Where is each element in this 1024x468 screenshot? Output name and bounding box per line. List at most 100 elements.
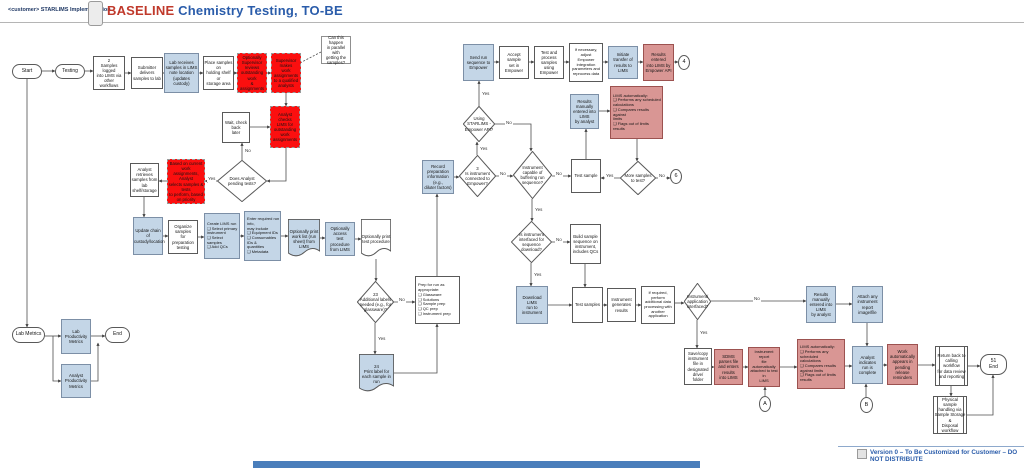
lab-metrics-terminator-label: Lab Metrics — [15, 331, 42, 338]
edge-label-yes-28: Yes — [481, 91, 491, 97]
bottom-scroll-bar[interactable] — [253, 461, 700, 468]
connector-6-circle-label: 6 — [674, 173, 678, 180]
lims-auto-calcs-box-1-label: LIMS automatically: ❑ Performs any sched… — [613, 92, 661, 131]
physical-handling-predefined-label: Physical sample handling via Sample Stor… — [934, 397, 966, 433]
results-entered-api-box: Results entered into LIMS by Empower API — [643, 44, 674, 81]
edge-label-no-22: No — [398, 297, 406, 303]
connected-empower-decision: 3 Is instrument connected to Empower? — [459, 155, 496, 197]
print-labels-doc: 24 Print label for each sample in run — [359, 354, 394, 394]
lab-productivity-box-label: Lab Productivity Metrics — [64, 328, 88, 345]
diamond-shape — [217, 160, 267, 202]
enter-run-info-box: Enter required run info, may include ❑ E… — [244, 211, 281, 261]
create-lims-run-box-label: Create LIMS run ❑ Select primary instrum… — [207, 220, 238, 250]
edge-label-yes-42: Yes — [605, 173, 615, 179]
build-sequence-box-label: Build sample sequence on instrument, inc… — [572, 233, 599, 255]
create-lims-run-box: Create LIMS run ❑ Select primary instrum… — [204, 213, 240, 259]
download-run-box-label: Download LIMS run to instrument — [521, 294, 543, 316]
save-instrument-file-box: Save/copy instrument file in designated … — [684, 348, 712, 385]
analyst-selects-box: Based on current work assignments, Analy… — [167, 159, 205, 204]
access-procedure-box-label: Optionally access test procedure from LI… — [330, 226, 350, 252]
lims-auto-calcs-box-2-label: LIMS automatically: ❑ Performs any sched… — [800, 344, 837, 383]
adjust-empower-box: If necessary, adjust Empower integration… — [569, 43, 603, 82]
page-title-rest: Chemistry Testing, TO-BE — [174, 3, 343, 18]
lims-auto-calcs-box-1: LIMS automatically: ❑ Performs any sched… — [610, 86, 663, 139]
connector-b-circle-label: B — [864, 401, 869, 408]
predefined-side-bar — [938, 347, 940, 385]
more-samples-decision: More samples to test? — [620, 161, 656, 195]
diamond-shape — [357, 281, 394, 323]
connector-b-circle: B — [860, 397, 873, 413]
save-instrument-file-box-label: Save/copy instrument file in designated … — [687, 351, 709, 382]
document-shape — [361, 219, 391, 259]
samples-logged-box-label: 2 Samples logged into LIMS via other wor… — [96, 57, 122, 89]
testing-terminator-label: Testing — [62, 67, 78, 74]
diamond-shape — [513, 151, 552, 199]
wait-check-back-box-label: Wait, check back later — [224, 119, 248, 136]
attach-report-box: Attach any instrument report image/file — [852, 286, 883, 323]
footer-square-shape — [857, 449, 867, 459]
edge-label-no-51: No — [753, 296, 761, 302]
diamond-shape — [511, 221, 552, 263]
more-samples-decision-label: More samples to test? — [624, 172, 652, 183]
connector-4-circle: 4 — [678, 55, 690, 70]
test-process-empower-box: Test and process samples using Empower — [534, 46, 564, 79]
test-sample-box-label: Test sample — [574, 173, 598, 179]
analyst-selects-box-label: Based on current work assignments, Analy… — [168, 161, 204, 202]
edge-label-yes-37: Yes — [534, 207, 544, 213]
test-sample-box: Test sample — [571, 159, 601, 193]
download-run-box: Download LIMS run to instrument — [516, 286, 548, 324]
build-sequence-box: Build sample sequence on instrument, inc… — [570, 224, 601, 264]
starlims-api-decision: Using STARLIMS - Empower API? — [463, 106, 495, 142]
edge-label-yes-45: Yes — [533, 272, 543, 278]
parallel-comment-note: Can this happen in parallel with getting… — [321, 35, 351, 65]
enter-run-info-box-label: Enter required run info, may include ❑ E… — [247, 216, 280, 255]
project-label: <customer> STARLIMS Implementation — [8, 7, 111, 13]
results-entered-api-box-label: Results entered into LIMS by Empower API — [645, 52, 672, 73]
report-auto-attached-box: Instrument report file automatically att… — [748, 347, 780, 387]
supervisor-assigns-box: Supervisor makes work assignments to a q… — [271, 53, 301, 93]
place-samples-box: Place samples on holding shelf or storag… — [203, 56, 234, 90]
analyst-checks-lims-box: Analyst checks LIMS for outstanding work… — [270, 106, 300, 148]
edge-label-yes-23: Yes — [377, 336, 387, 342]
diagram-header: <customer> STARLIMS Implementation BASEL… — [0, 0, 1024, 26]
edge-label-no-43: No — [658, 173, 666, 179]
interfaced-download-decision-label: Is instrument interfaced for sequence do… — [518, 231, 545, 253]
lab-productivity-box: Lab Productivity Metrics — [61, 319, 91, 354]
send-sequence-box-label: Send run sequence to Empower — [466, 54, 491, 71]
page-title: BASELINE Chemistry Testing, TO-BE — [107, 3, 343, 18]
edge-label-no-30: No — [499, 171, 507, 177]
diamond-shape — [684, 283, 711, 320]
samples-logged-box: 2 Samples logged into LIMS via other wor… — [93, 56, 125, 90]
attach-report-box-label: Attach any instrument report image/file — [857, 294, 878, 315]
footer-version-text: Version 0 – To Be Customized for Custome… — [870, 449, 1018, 463]
analyst-indicates-complete-box: Analyst indicates run is complete — [852, 346, 883, 384]
analyst-indicates-complete-box-label: Analyst indicates run is complete — [858, 354, 877, 376]
pending-tests-decision: Does Analyst pending tests? — [217, 160, 267, 202]
instrument-generates-box: Instrument generates results — [607, 288, 636, 322]
lab-metrics-terminator: Lab Metrics — [12, 327, 45, 343]
predefined-side-bar — [963, 347, 965, 385]
test-samples-box-label: Test samples — [574, 302, 601, 308]
organize-samples-box-label: Organize samples for preparation testing — [172, 224, 194, 250]
connected-empower-decision-label: 3 Is instrument connected to Empower? — [465, 165, 490, 187]
print-procedure-doc: Optionally print test procedure — [361, 219, 391, 259]
lab-receives-box: Lab receives samples in LIMS note locati… — [164, 53, 199, 93]
edge-label-no-38: No — [555, 171, 563, 177]
pending-tests-decision-label: Does Analyst pending tests? — [228, 175, 256, 186]
report-auto-attached-box-label: Instrument report file automatically att… — [750, 349, 778, 383]
accept-sample-set-box: Accept sample set in Empower — [499, 46, 529, 79]
edge-label-no-10: No — [244, 148, 252, 154]
analyst-checks-lims-box-label: Analyst checks LIMS for outstanding work… — [272, 111, 298, 143]
start-terminator-label: Start — [21, 67, 33, 74]
lab-receives-box-label: Lab receives samples in LIMS note locati… — [165, 60, 198, 86]
prep-for-run-box-label: Prep for run as appropriate: ❑ Glassware… — [418, 282, 451, 316]
analyst-retrieves-box-label: Analyst retrieves samples from lab shelf… — [131, 167, 158, 193]
start-terminator: Start — [12, 64, 42, 79]
page-title-prefix: BASELINE — [107, 3, 175, 18]
app-interfaced-decision-label: Instrument/ application interfaced? — [686, 293, 709, 310]
pending-release-box: Work automatically appears in pending re… — [887, 344, 918, 385]
test-samples-box: Test samples — [572, 287, 603, 323]
title-tab-shape — [88, 1, 103, 26]
